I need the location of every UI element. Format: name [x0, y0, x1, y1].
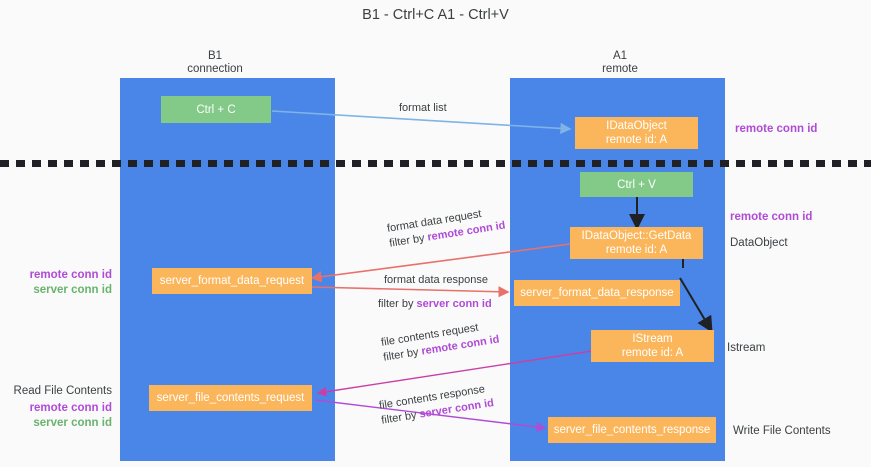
side-label-remote-conn-id-top: remote conn id	[735, 123, 818, 135]
box-ctrl-v-label: Ctrl + V	[617, 178, 656, 191]
box-ctrl-c[interactable]: Ctrl + C	[161, 96, 271, 123]
edge-label-format-data-request: format data request filter by remote con…	[386, 204, 507, 252]
title-line-2: A1 - Ctrl+V	[437, 7, 509, 23]
box-server-format-data-response-label: server_format_data_response	[520, 287, 674, 299]
column-header-b1: B1 connection	[155, 50, 275, 76]
edge-label-file-contents-request: file contents request filter by remote c…	[380, 318, 501, 366]
box-server-format-data-request[interactable]: server_format_data_request	[152, 268, 312, 294]
box-server-file-contents-request-label: server_file_contents_request	[156, 392, 305, 404]
side-label-conn-ids-bottom: remote conn id server conn id	[29, 402, 112, 429]
edge-label-file-contents-response: file contents response filter by server …	[378, 381, 495, 428]
edge-label-format-data-response-filter: filter by server conn id	[378, 298, 492, 310]
box-getdata-line-2: remote id: A	[605, 244, 668, 256]
box-idataobject[interactable]: IDataObject remote id: A	[575, 117, 698, 149]
box-istream-line-1: IStream	[632, 333, 673, 345]
box-server-file-contents-request[interactable]: server_file_contents_request	[149, 385, 312, 411]
column-header-a1-name: A1	[612, 50, 628, 62]
side-label-remote-conn-id-mid: remote conn id	[730, 211, 813, 223]
column-header-a1: A1 remote	[560, 50, 680, 76]
box-server-file-contents-response[interactable]: server_file_contents_response	[548, 417, 716, 443]
column-header-b1-name: B1	[207, 50, 223, 62]
phase-divider	[0, 160, 871, 167]
box-server-format-data-response[interactable]: server_format_data_response	[514, 280, 680, 306]
box-ctrl-c-label: Ctrl + C	[196, 103, 236, 116]
side-label-write-file-contents: Write File Contents	[733, 425, 831, 437]
column-header-a1-subtitle: remote	[602, 63, 638, 75]
box-ctrl-v[interactable]: Ctrl + V	[580, 172, 693, 197]
side-label-conn-ids-mid: remote conn id server conn id	[29, 269, 112, 296]
side-label-istream: Istream	[727, 342, 766, 354]
box-idataobject-line-2: remote id: A	[605, 134, 668, 146]
box-getdata-line-1: IDataObject::GetData	[581, 230, 692, 242]
box-idataobject-line-1: IDataObject	[606, 120, 667, 132]
box-server-file-contents-response-label: server_file_contents_response	[553, 424, 711, 436]
column-header-b1-subtitle: connection	[187, 63, 243, 75]
edge-label-format-data-response: format data response	[384, 273, 488, 288]
box-idataobject-getdata[interactable]: IDataObject::GetData remote id: A	[570, 227, 703, 259]
side-label-dataobject: DataObject	[730, 237, 788, 249]
edge-label-format-list: format list	[399, 102, 447, 114]
side-label-read-file-contents: Read File Contents	[13, 385, 112, 397]
page-title: B1 - Ctrl+C A1 - Ctrl+V	[0, 6, 871, 25]
key-server-conn-id: server conn id	[416, 298, 492, 310]
edge-label-format-data-response-line-1: format data response	[384, 274, 488, 286]
box-istream[interactable]: IStream remote id: A	[591, 330, 714, 362]
box-server-format-data-request-label: server_format_data_request	[159, 275, 305, 287]
box-istream-line-2: remote id: A	[621, 347, 684, 359]
title-line-1: B1 - Ctrl+C	[362, 7, 435, 23]
